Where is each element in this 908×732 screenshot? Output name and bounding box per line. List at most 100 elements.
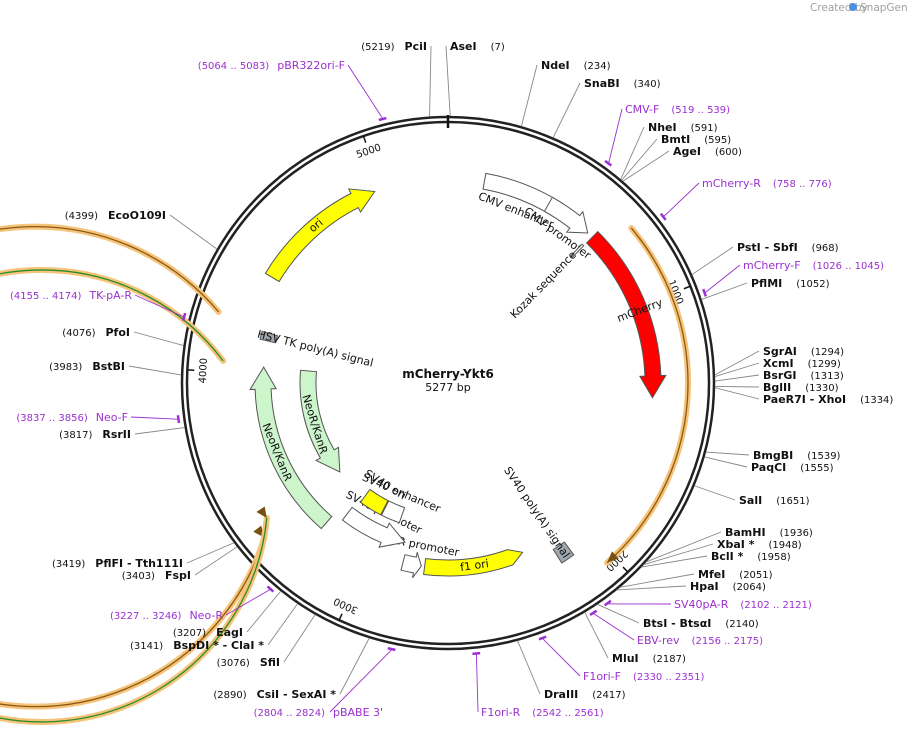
site-name[interactable]: PflMI (751, 277, 782, 290)
restriction-site[interactable]: BstBI(3983) (49, 360, 125, 373)
primer[interactable]: F1ori-R(2542 .. 2561) (481, 706, 604, 719)
cmv-promoter-arc[interactable] (543, 196, 589, 234)
primer[interactable]: TK-pA-R(4155 .. 4174) (10, 289, 132, 302)
primer-name[interactable]: EBV-rev (637, 634, 680, 647)
restriction-site[interactable]: XcmI(1299) (763, 357, 841, 370)
restriction-sites[interactable]: PciI(5219)AseI(7)NdeI(234)SnaBI(340)NheI… (49, 40, 893, 701)
restriction-site[interactable]: SgrAI(1294) (763, 345, 844, 358)
restriction-site[interactable]: SfiI(3076) (217, 656, 280, 669)
restriction-site[interactable]: BamHI(1936) (725, 526, 813, 539)
site-name[interactable]: PaqCI (751, 461, 786, 474)
restriction-site[interactable]: SalI(1651) (739, 494, 810, 507)
site-name[interactable]: EcoO109I (108, 209, 166, 222)
primer[interactable]: EBV-rev(2156 .. 2175) (637, 634, 763, 647)
primer-name[interactable]: pBABE 3' (333, 706, 383, 719)
site-name[interactable]: XcmI (763, 357, 794, 370)
site-name[interactable]: PaeR7I - XhoI (763, 393, 846, 406)
ori-arc[interactable] (264, 188, 376, 283)
primer-name[interactable]: TK-pA-R (88, 289, 132, 302)
primer[interactable]: Neo-F(3837 .. 3856) (16, 411, 128, 424)
restriction-site[interactable]: PflFI - Tth111I(3419) (52, 557, 183, 570)
primer[interactable]: F1ori-F(2330 .. 2351) (583, 670, 704, 683)
site-name[interactable]: PflFI - Tth111I (95, 557, 183, 570)
primer-name[interactable]: mCherry-F (743, 259, 801, 272)
site-name[interactable]: MfeI (698, 568, 725, 581)
site-name[interactable]: BspDI * - ClaI * (173, 639, 264, 652)
restriction-site[interactable]: AseI(7) (450, 40, 505, 53)
f1-ori-arc[interactable] (423, 549, 524, 577)
site-name[interactable]: SfiI (260, 656, 280, 669)
restriction-site[interactable]: MfeI(2051) (698, 568, 773, 581)
site-name[interactable]: MluI (612, 652, 639, 665)
restriction-site[interactable]: NheI(591) (648, 121, 718, 134)
restriction-site[interactable]: BmgBI(1539) (753, 449, 841, 462)
site-name[interactable]: NdeI (541, 59, 570, 72)
restriction-site[interactable]: FspI(3403) (122, 569, 191, 582)
site-name[interactable]: PstI - SbfI (737, 241, 798, 254)
primer[interactable]: CMV-F(519 .. 539) (625, 103, 730, 116)
site-name[interactable]: AseI (450, 40, 477, 53)
primer[interactable]: mCherry-F(1026 .. 1045) (743, 259, 884, 272)
restriction-site[interactable]: NdeI(234) (541, 59, 611, 72)
restriction-site[interactable]: RsrII(3817) (59, 428, 131, 441)
restriction-site[interactable]: BtsI - BtsαI(2140) (643, 617, 759, 630)
restriction-site[interactable]: XbaI *(1948) (717, 538, 802, 551)
primer-name[interactable]: SV40pA-R (674, 598, 729, 611)
site-name[interactable]: AgeI (673, 145, 701, 158)
restriction-site[interactable]: BglII(1330) (763, 381, 839, 394)
sv40-promoter-arc[interactable] (341, 506, 406, 548)
primer[interactable]: mCherry-R(758 .. 776) (702, 177, 832, 190)
site-name[interactable]: BmgBI (753, 449, 793, 462)
site-name[interactable]: EagI (216, 626, 243, 639)
primer-name[interactable]: mCherry-R (702, 177, 761, 190)
restriction-site[interactable]: PstI - SbfI(968) (737, 241, 839, 254)
site-name[interactable]: BtsI - BtsαI (643, 617, 711, 630)
site-name[interactable]: PfoI (106, 326, 131, 339)
restriction-site[interactable]: EcoO109I(4399) (65, 209, 166, 222)
restriction-site[interactable]: PflMI(1052) (751, 277, 830, 290)
neor-kanr-outer-arc[interactable] (249, 366, 333, 530)
primer-name[interactable]: Neo-F (96, 411, 128, 424)
restriction-site[interactable]: DraIII(2417) (544, 688, 626, 701)
sv40-enhancer-arc[interactable] (380, 500, 406, 524)
site-name[interactable]: PciI (405, 40, 427, 53)
restriction-site[interactable]: PaqCI(1555) (751, 461, 834, 474)
primer-name[interactable]: F1ori-F (583, 670, 621, 683)
site-name[interactable]: SnaBI (584, 77, 620, 90)
restriction-site[interactable]: SnaBI(340) (584, 77, 661, 90)
site-name[interactable]: SgrAI (763, 345, 797, 358)
primer[interactable]: pBABE 3'(2804 .. 2824) (254, 706, 384, 719)
primer-name[interactable]: CMV-F (625, 103, 659, 116)
sv40-ori-arc[interactable] (359, 488, 389, 516)
sv40-polya-arc[interactable] (552, 541, 575, 564)
primer-sites[interactable]: pBR322ori-F(5064 .. 5083) CMV-F(519 .. 53… (10, 59, 884, 719)
site-name[interactable]: BamHI (725, 526, 766, 539)
site-name[interactable]: RsrII (102, 428, 131, 441)
site-name[interactable]: HpaI (690, 580, 719, 593)
restriction-site[interactable]: BsrGI(1313) (763, 369, 844, 382)
restriction-site[interactable]: PaeR7I - XhoI(1334) (763, 393, 893, 406)
site-name[interactable]: BsrGI (763, 369, 796, 382)
site-name[interactable]: BclI * (711, 550, 744, 563)
hsv-tk-polya-arc[interactable] (259, 330, 279, 344)
neor-kanr-inner-arc[interactable] (299, 369, 341, 473)
primer-name[interactable]: pBR322ori-F (277, 59, 345, 72)
restriction-site[interactable]: BmtI(595) (661, 133, 731, 146)
site-name[interactable]: CsiI - SexAI * (257, 688, 337, 701)
primer-name[interactable]: Neo-R (189, 609, 223, 622)
site-name[interactable]: BstBI (92, 360, 125, 373)
restriction-site[interactable]: BclI *(1958) (711, 550, 791, 563)
restriction-site[interactable]: EagI(3207) (173, 626, 243, 639)
site-name[interactable]: XbaI * (717, 538, 755, 551)
site-name[interactable]: BmtI (661, 133, 690, 146)
mcherry-arc[interactable] (585, 230, 667, 399)
restriction-site[interactable]: PfoI(4076) (62, 326, 130, 339)
restriction-site[interactable]: AgeI(600) (673, 145, 742, 158)
primer[interactable]: SV40pA-R(2102 .. 2121) (674, 598, 812, 611)
primer-name[interactable]: F1ori-R (481, 706, 521, 719)
site-name[interactable]: SalI (739, 494, 762, 507)
restriction-site[interactable]: BspDI * - ClaI *(3141) (130, 639, 264, 652)
primer[interactable]: pBR322ori-F(5064 .. 5083) (198, 59, 345, 72)
primer[interactable]: Neo-R(3227 .. 3246) (110, 609, 223, 622)
restriction-site[interactable]: CsiI - SexAI *(2890) (213, 688, 336, 701)
